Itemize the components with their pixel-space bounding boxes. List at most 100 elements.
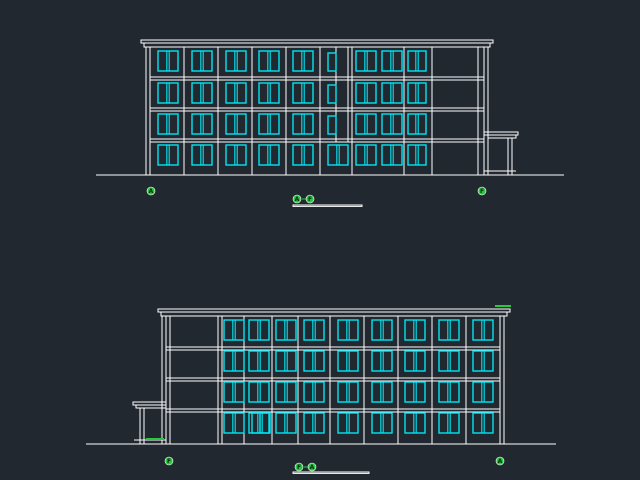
window [327, 144, 349, 166]
window [404, 319, 426, 341]
marker-label: A [498, 458, 503, 465]
window [355, 113, 377, 135]
window [371, 319, 393, 341]
window [327, 52, 337, 72]
canopy-fascia [135, 404, 167, 409]
window [327, 115, 337, 135]
window [438, 381, 460, 403]
window [337, 350, 359, 372]
window [337, 319, 359, 341]
window [225, 144, 247, 166]
roof-fascia [143, 42, 491, 48]
window [258, 82, 280, 104]
window [371, 412, 393, 434]
title-underline [292, 471, 370, 474]
window [327, 84, 337, 104]
roof-fascia [160, 311, 508, 317]
window [258, 113, 280, 135]
window [292, 50, 314, 72]
window [225, 82, 247, 104]
level-mark [146, 438, 164, 440]
title-marker: A [307, 462, 317, 472]
canopy-fascia [487, 134, 517, 139]
window [275, 381, 297, 403]
title-marker: A [292, 194, 302, 204]
window [223, 319, 245, 341]
window [371, 381, 393, 403]
axis-marker: F [477, 186, 487, 196]
window [157, 82, 179, 104]
window [381, 144, 403, 166]
window [248, 319, 270, 341]
axis-marker: A [495, 456, 505, 466]
window [355, 82, 377, 104]
title-marker: F [294, 462, 304, 472]
title-marker: F [305, 194, 315, 204]
title-underline [292, 204, 363, 207]
window [275, 412, 297, 434]
wall-outline [165, 315, 501, 445]
marker-label: A [295, 196, 300, 203]
window [258, 50, 280, 72]
window [404, 381, 426, 403]
marker-label: F [297, 464, 301, 471]
window [223, 350, 245, 372]
elevation-top: A F A F [96, 39, 564, 207]
window [381, 50, 403, 72]
axis-marker: F [164, 456, 174, 466]
window [472, 381, 494, 403]
window [381, 113, 403, 135]
window [248, 350, 270, 372]
window [225, 50, 247, 72]
window [472, 350, 494, 372]
window [303, 350, 325, 372]
window [157, 50, 179, 72]
window [407, 82, 427, 104]
window [191, 82, 213, 104]
window [191, 113, 213, 135]
window [275, 319, 297, 341]
window [191, 144, 213, 166]
window [337, 412, 359, 434]
window [355, 144, 377, 166]
window [407, 144, 427, 166]
window [157, 144, 179, 166]
window [223, 381, 245, 403]
window [225, 113, 247, 135]
marker-label: F [308, 196, 312, 203]
level-mark [495, 305, 511, 307]
window [248, 381, 270, 403]
window [275, 350, 297, 372]
window [303, 412, 325, 434]
window [303, 319, 325, 341]
window [303, 381, 325, 403]
window [371, 350, 393, 372]
window [251, 412, 271, 434]
window [258, 144, 280, 166]
window [438, 350, 460, 372]
marker-label: A [149, 188, 154, 195]
window [337, 381, 359, 403]
window [381, 82, 403, 104]
axis-marker: A [146, 186, 156, 196]
window [438, 319, 460, 341]
window [355, 50, 377, 72]
window [404, 350, 426, 372]
window [404, 412, 426, 434]
window [157, 113, 179, 135]
window [223, 412, 245, 434]
window [191, 50, 213, 72]
window [407, 50, 427, 72]
window [407, 113, 427, 135]
window [292, 144, 314, 166]
window [438, 412, 460, 434]
window [472, 319, 494, 341]
marker-label: A [310, 464, 315, 471]
window [292, 82, 314, 104]
window [292, 113, 314, 135]
marker-label: F [480, 188, 484, 195]
marker-label: F [167, 458, 171, 465]
window [472, 412, 494, 434]
